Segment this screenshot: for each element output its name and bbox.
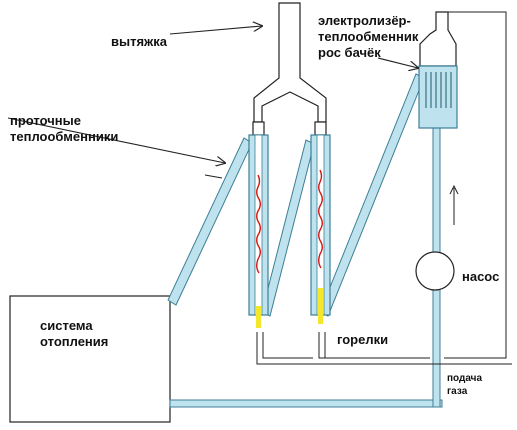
label-electrolyzer: электролизёр- теплообменник рос бачёк (318, 13, 419, 60)
label-exhaust: вытяжка (111, 34, 167, 49)
arrow-electrolyzer (377, 57, 418, 68)
label-heating-system: система отопления (40, 318, 109, 349)
burner-flame-right (318, 288, 323, 324)
callout-arrows (7, 26, 418, 179)
label-pump: насос (462, 269, 500, 284)
pipe-exchanger-to-tank (319, 73, 425, 317)
electrolyzer-tank (418, 11, 458, 129)
flame-left (256, 174, 261, 274)
heating-system-box (9, 295, 171, 423)
burner-flame-left (256, 306, 261, 328)
pipe-return-vertical (432, 285, 441, 408)
pipe-heating-to-exchanger (167, 137, 253, 306)
exhaust-hood (253, 2, 327, 123)
pump-circle (415, 251, 455, 291)
label-heat-exchangers: проточные теплообменники (10, 113, 119, 144)
pipe-tank-to-pump (432, 125, 441, 257)
exhaust-collar-left (252, 121, 265, 136)
gas-lines (256, 11, 512, 365)
arrow-heat-exchangers (7, 117, 225, 163)
water-pipes (167, 73, 443, 408)
exhaust-collar-right (314, 121, 327, 136)
arrow-exhaust (169, 26, 262, 35)
label-burners: горелки (337, 332, 389, 347)
heat-exchanger-right (310, 134, 331, 324)
label-gas-supply: подача газа (447, 373, 483, 397)
flow-arrow (449, 184, 459, 225)
pipe-zigzag-1 (261, 139, 315, 317)
pipe-return-bottom (169, 399, 443, 408)
flame-right (318, 169, 323, 269)
arrow-tick-exchanger (204, 174, 223, 179)
heat-exchanger-left (248, 134, 269, 328)
